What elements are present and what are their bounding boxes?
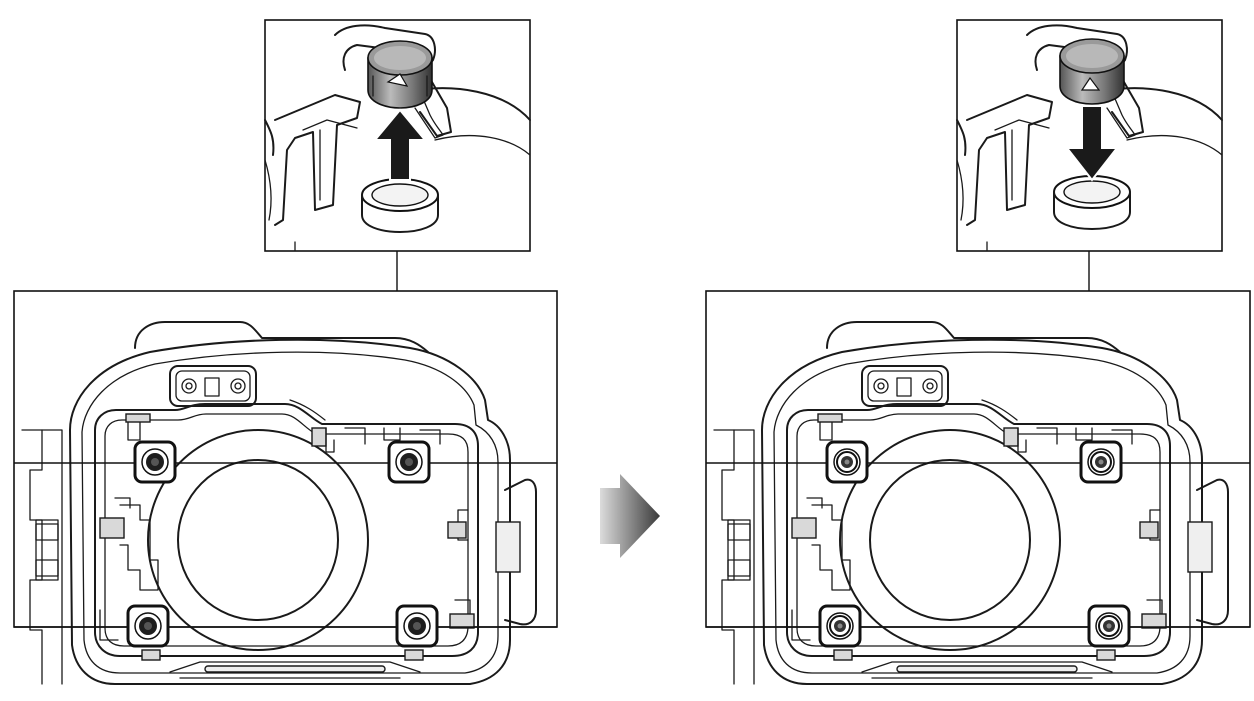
screw-bottom-left-before bbox=[126, 604, 170, 648]
knob-detail-before bbox=[264, 19, 531, 252]
panel-after bbox=[705, 19, 1251, 685]
screw-top-right-before bbox=[387, 440, 431, 484]
knob-raised bbox=[367, 40, 433, 109]
screw-bottom-right-after bbox=[1087, 604, 1131, 648]
arrow-up-icon bbox=[372, 108, 428, 181]
knob-pressed bbox=[1059, 38, 1125, 105]
screw-bottom-left-after bbox=[818, 604, 862, 648]
panel-before bbox=[13, 19, 558, 685]
screw-bottom-right-before bbox=[395, 604, 439, 648]
screw-top-left-before bbox=[133, 440, 177, 484]
screw-top-right-after bbox=[1079, 440, 1123, 484]
screw-top-left-after bbox=[825, 440, 869, 484]
arrow-down-icon bbox=[1064, 105, 1120, 182]
gradient-right-arrow-icon bbox=[600, 474, 660, 558]
knob-detail-after bbox=[956, 19, 1223, 252]
